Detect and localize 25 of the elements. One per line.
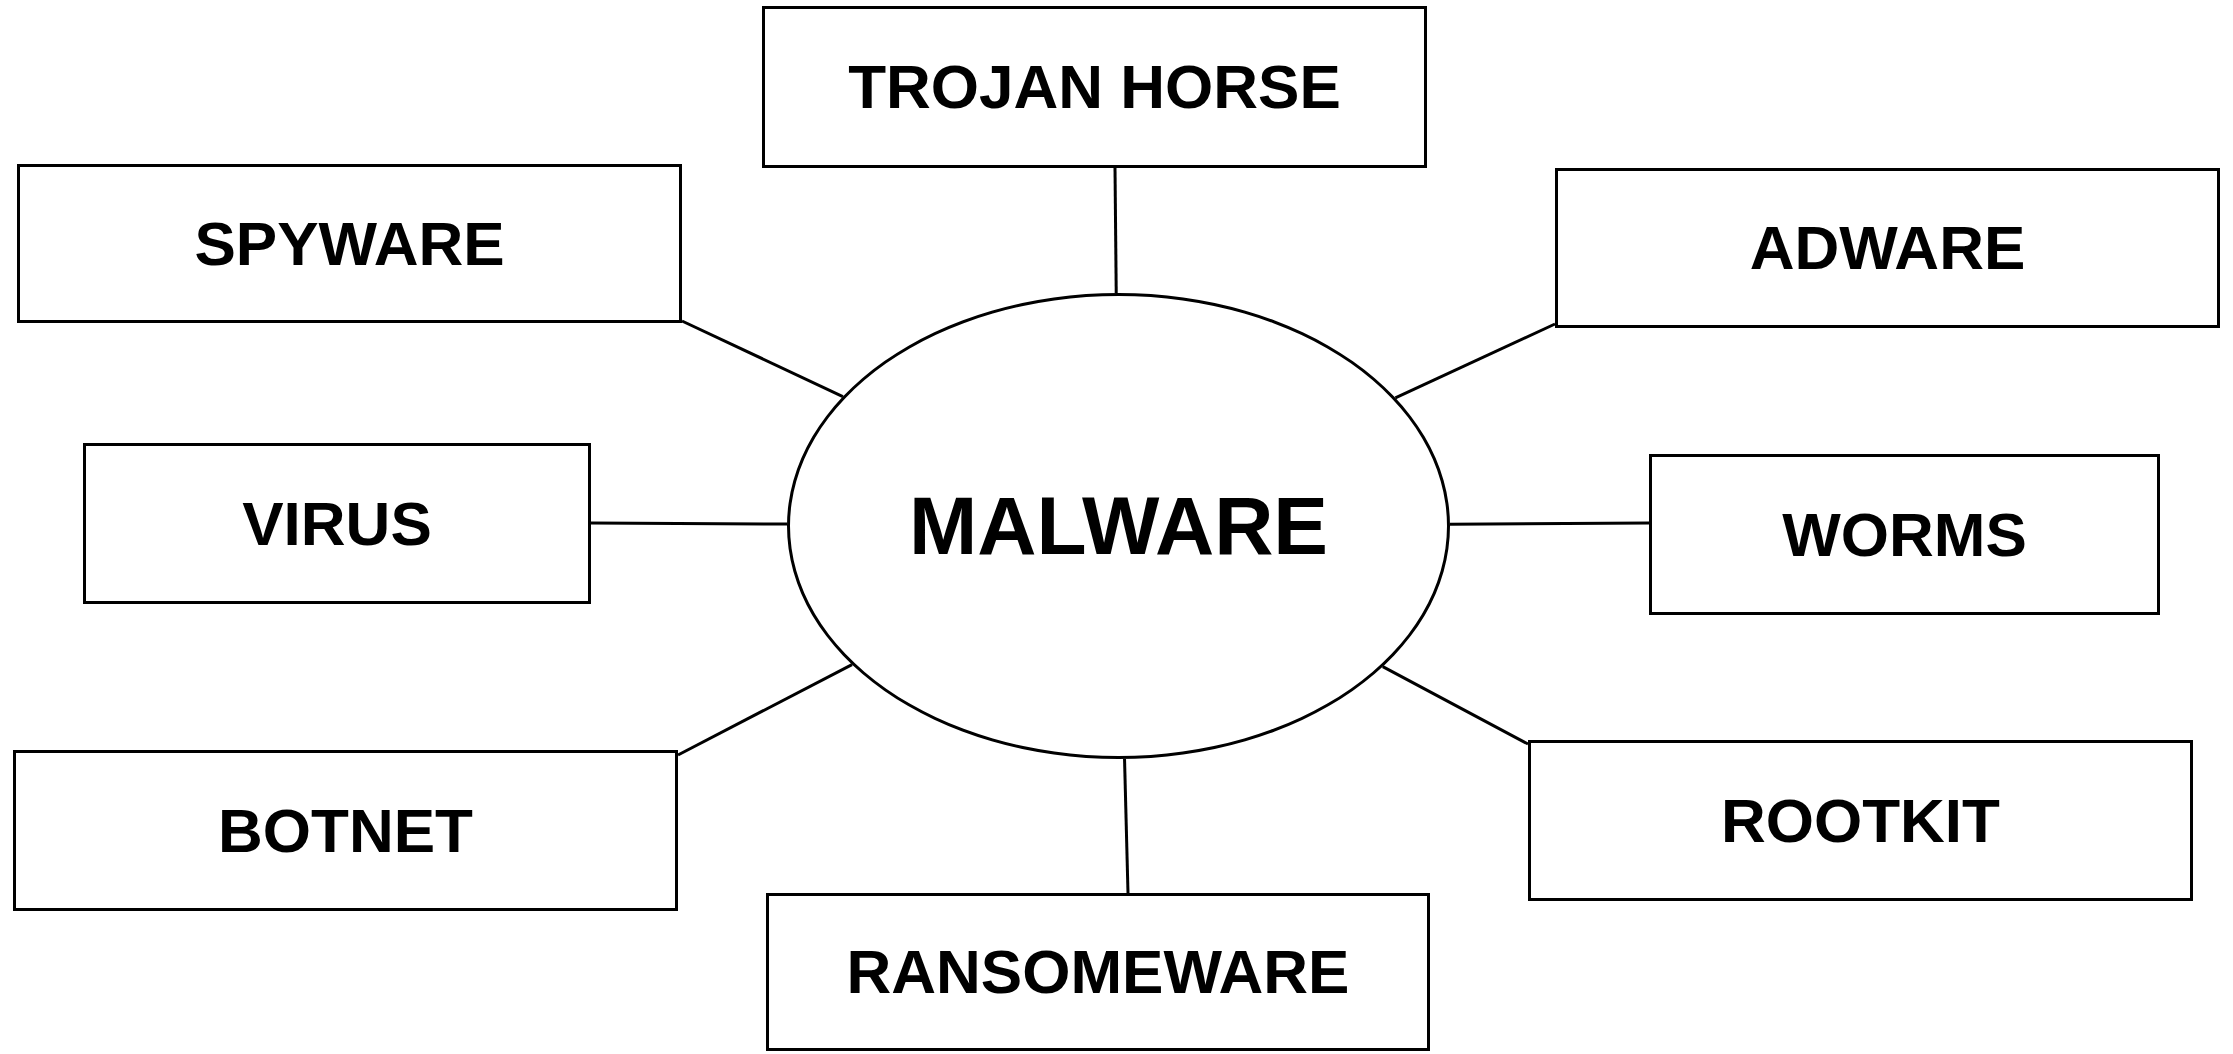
category-label: ROOTKIT [1721,789,2000,852]
category-label: ADWARE [1749,217,2026,279]
connector-line [1449,521,1649,526]
connector-line [591,521,787,526]
category-box [17,164,682,323]
category-label: TROJAN HORSE [848,56,1341,118]
category-box [762,6,1427,168]
connector-line [677,663,853,757]
connector-line [1394,322,1556,400]
category-box [13,750,678,911]
category-label: WORMS [1782,503,2027,566]
category-box [1649,454,2160,615]
category-box [83,443,591,604]
connector-line [1113,168,1118,294]
connector-line [1382,665,1529,746]
category-box [1555,168,2220,328]
category-label: VIRUS [242,492,432,555]
category-label: RANSOMEWARE [846,941,1350,1003]
category-label: BOTNET [218,799,473,862]
connector-line [681,319,844,398]
category-box [766,893,1430,1051]
connector-line [1123,758,1130,894]
category-label: SPYWARE [194,212,505,275]
center-title: MALWARE [908,485,1329,567]
category-box [1528,740,2193,901]
